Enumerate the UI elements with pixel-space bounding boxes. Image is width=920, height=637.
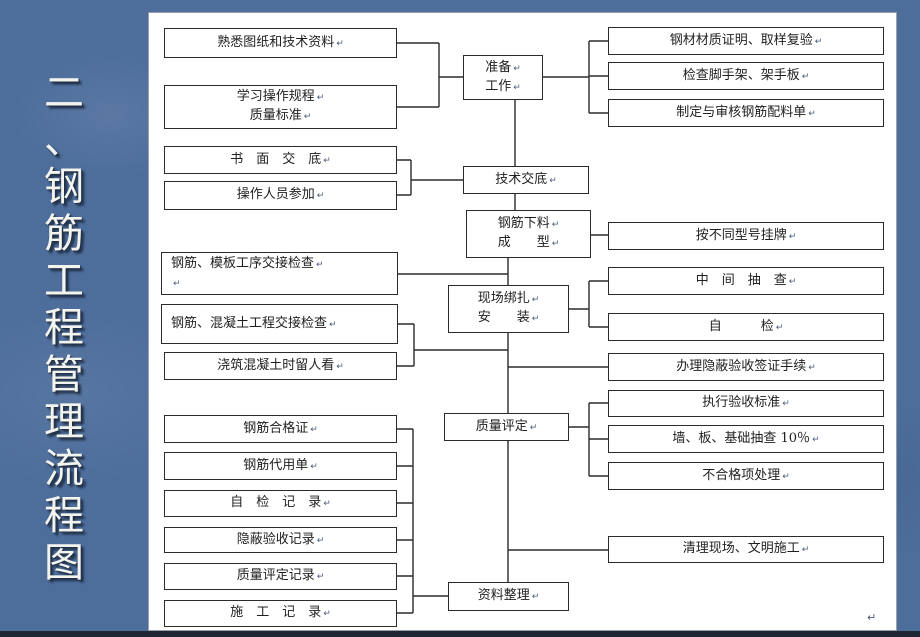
node-wall-slab-foundation-spot-check-10pct: 墙、板、基础抽查 10％↵: [608, 425, 884, 453]
pilcrow-mark: ↵: [801, 71, 810, 82]
connector-lines: [397, 40, 608, 614]
node-rebar-formwork-handover-check: 钢筋、模板工序交接检查↵ ↵: [161, 252, 398, 295]
node-quality-assessment: 质量评定↵: [444, 413, 569, 441]
title-char: 管: [44, 352, 84, 398]
title-char: 二: [44, 70, 84, 116]
pilcrow-mark: ↵: [316, 93, 325, 103]
pilcrow-mark: ↵: [310, 461, 318, 472]
node-written-disclosure: 书 面 交 底↵: [164, 146, 397, 174]
title-char: 图: [44, 540, 84, 586]
pilcrow-mark: ↵: [310, 424, 318, 435]
title-char: 、: [44, 117, 84, 163]
node-tag-by-type: 按不同型号挂牌↵: [608, 222, 884, 250]
pilcrow-mark: ↵: [323, 155, 331, 166]
pilcrow-mark: ↵: [549, 175, 557, 186]
node-quality-assessment-record: 质量评定记录↵: [164, 563, 397, 590]
node-preparation-work: 准备↵ 工作↵: [463, 55, 543, 100]
title-char: 程: [44, 493, 84, 539]
pilcrow-mark: ↵: [173, 278, 181, 289]
pilcrow-mark: ↵: [323, 499, 331, 509]
node-site-cleanup-civilized-construction: 清理现场、文明施工↵: [608, 536, 884, 563]
node-self-inspection-record: 自 检 记 录↵: [164, 490, 397, 517]
pilcrow-mark: ↵: [513, 82, 521, 93]
node-acceptance-standards: 执行验收标准↵: [608, 390, 884, 417]
node-concealed-acceptance-record: 隐蔽验收记录↵: [164, 527, 397, 553]
node-rebar-substitution-form: 钢筋代用单↵: [164, 452, 397, 480]
node-rebar-certificate: 钢筋合格证↵: [164, 415, 397, 443]
pilcrow-mark: ↵: [329, 319, 337, 330]
pilcrow-mark: ↵: [531, 295, 540, 305]
pilcrow-mark: ↵: [531, 592, 540, 602]
node-construction-record: 施 工 记 录↵: [164, 600, 397, 627]
pilcrow-mark: ↵: [788, 231, 797, 242]
pilcrow-mark: ↵: [808, 108, 816, 119]
node-rebar-concrete-handover-check: 钢筋、混凝土工程交接检查↵: [161, 304, 398, 344]
node-technical-disclosure: 技术交底↵: [463, 166, 589, 194]
pilcrow-mark: ↵: [782, 471, 790, 482]
pilcrow-mark: ↵: [775, 322, 784, 333]
node-familiarize-drawings-materials: 熟悉图纸和技术资料↵: [164, 28, 397, 58]
title-char: 程: [44, 305, 84, 351]
pilcrow-mark: ↵: [303, 112, 312, 122]
title-char: 理: [44, 399, 84, 445]
pilcrow-mark: ↵: [867, 611, 877, 624]
slide-title-vertical: 二 、 钢 筋 工 程 管 理 流 程 图: [34, 70, 94, 587]
node-rebar-batching-list: 制定与审核钢筋配料单↵: [608, 99, 884, 127]
node-operators-participate: 操作人员参加↵: [164, 181, 397, 210]
bottom-letterbox-bar: [0, 631, 920, 637]
pilcrow-mark: ↵: [788, 276, 797, 287]
node-intermediate-spot-check: 中 间 抽 查↵: [608, 267, 884, 295]
pilcrow-mark: ↵: [316, 259, 324, 270]
pilcrow-mark: ↵: [782, 399, 790, 409]
node-check-scaffolding-boards: 检查脚手架、架手板↵: [608, 62, 884, 90]
title-char: 筋: [44, 211, 84, 257]
pilcrow-mark: ↵: [801, 545, 810, 555]
pilcrow-mark: ↵: [316, 535, 325, 546]
flowchart-panel: 熟悉图纸和技术资料↵ 学习操作规程↵ 质量标准↵ 书 面 交 底↵ 操作人员参加…: [148, 12, 897, 631]
node-concealed-acceptance-procedures: 办理隐蔽验收签证手续↵: [608, 353, 884, 381]
title-char: 流: [44, 446, 84, 492]
pilcrow-mark: ↵: [316, 572, 325, 582]
node-watch-during-concrete-pouring: 浇筑混凝土时留人看↵: [164, 352, 397, 380]
pilcrow-mark: ↵: [529, 422, 538, 433]
pilcrow-mark: ↵: [531, 314, 540, 324]
title-char: 钢: [44, 164, 84, 210]
pilcrow-mark: ↵: [808, 362, 816, 373]
node-self-inspection: 自 检↵: [608, 313, 884, 341]
title-char: 工: [44, 258, 84, 304]
pilcrow-mark: ↵: [513, 63, 521, 74]
pilcrow-mark: ↵: [551, 239, 560, 249]
node-nonconforming-item-handling: 不合格项处理↵: [608, 462, 884, 490]
node-steel-material-certification-sampling: 钢材材质证明、取样复验↵: [608, 27, 884, 55]
node-data-organization: 资料整理↵: [448, 582, 569, 611]
pilcrow-mark: ↵: [551, 220, 560, 230]
pilcrow-mark: ↵: [814, 36, 823, 47]
pilcrow-mark: ↵: [336, 38, 344, 49]
pilcrow-mark: ↵: [812, 434, 820, 445]
node-learn-procedures-standards: 学习操作规程↵ 质量标准↵: [164, 85, 397, 129]
pilcrow-mark: ↵: [323, 609, 331, 619]
pilcrow-mark: ↵: [316, 191, 325, 201]
node-site-binding-installation: 现场绑扎↵ 安 装↵: [448, 285, 569, 333]
pilcrow-mark: ↵: [336, 361, 344, 372]
node-rebar-cutting-forming: 钢筋下料↵ 成 型↵: [466, 210, 591, 258]
